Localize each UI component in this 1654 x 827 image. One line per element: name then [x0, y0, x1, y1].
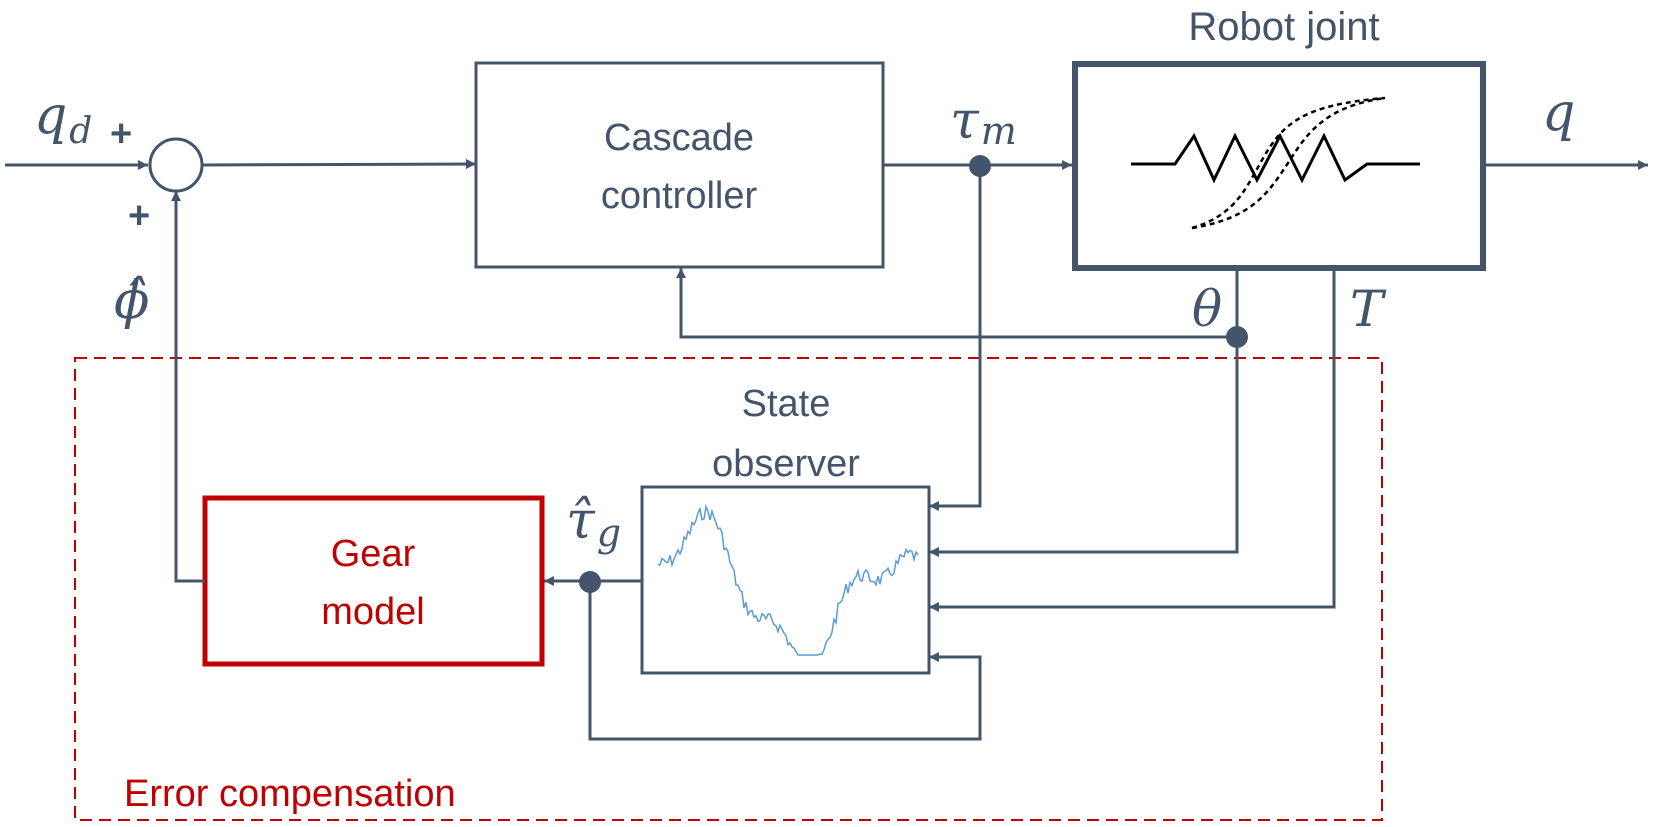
T-to-observer-line	[929, 268, 1336, 612]
tau-m-to-observer-line	[929, 166, 982, 511]
robot-joint-title: Robot joint	[1188, 5, 1379, 49]
gear-model-block	[202, 495, 545, 667]
error-compensation-label: Error compensation	[124, 773, 456, 815]
tau-g-label: τ̂g	[566, 491, 621, 555]
theta-label: θ	[1192, 280, 1222, 338]
state-observer-block	[640, 485, 931, 675]
q-output-label: q	[1542, 83, 1575, 143]
state-observer-label-2: observer	[712, 443, 860, 485]
tau-g-junction	[579, 571, 601, 593]
observer-feedback-line	[588, 582, 982, 741]
robot-joint-block	[1072, 61, 1486, 271]
plus-sign-bottom: +	[128, 195, 150, 237]
cascade-controller-block	[474, 61, 885, 269]
phi-hat-feedback-line	[171, 191, 205, 583]
cascade-controller-label-1: Cascade	[604, 117, 754, 159]
gear-model-label-1: Gear	[331, 533, 416, 575]
state-observer-label-1: State	[742, 383, 831, 425]
theta-to-observer-line	[929, 337, 1239, 557]
theta-to-controller-line	[676, 268, 1239, 339]
gear-model-label-2: model	[321, 591, 425, 633]
summing-junction	[148, 137, 204, 193]
noisy-signal-icon	[657, 503, 919, 656]
error-compensation-region	[74, 357, 1383, 821]
cascade-controller-label-2: controller	[601, 175, 758, 217]
tau-m-label: τm	[950, 91, 1017, 153]
phi-hat-label: ϕ̂	[114, 271, 149, 331]
sum-to-controller-line	[201, 159, 477, 170]
qd-label: qd	[34, 86, 92, 152]
plus-sign-top: +	[110, 113, 132, 155]
spring-icon	[1131, 132, 1420, 184]
hysteresis-icon	[1191, 96, 1386, 230]
T-label: T	[1350, 280, 1387, 338]
